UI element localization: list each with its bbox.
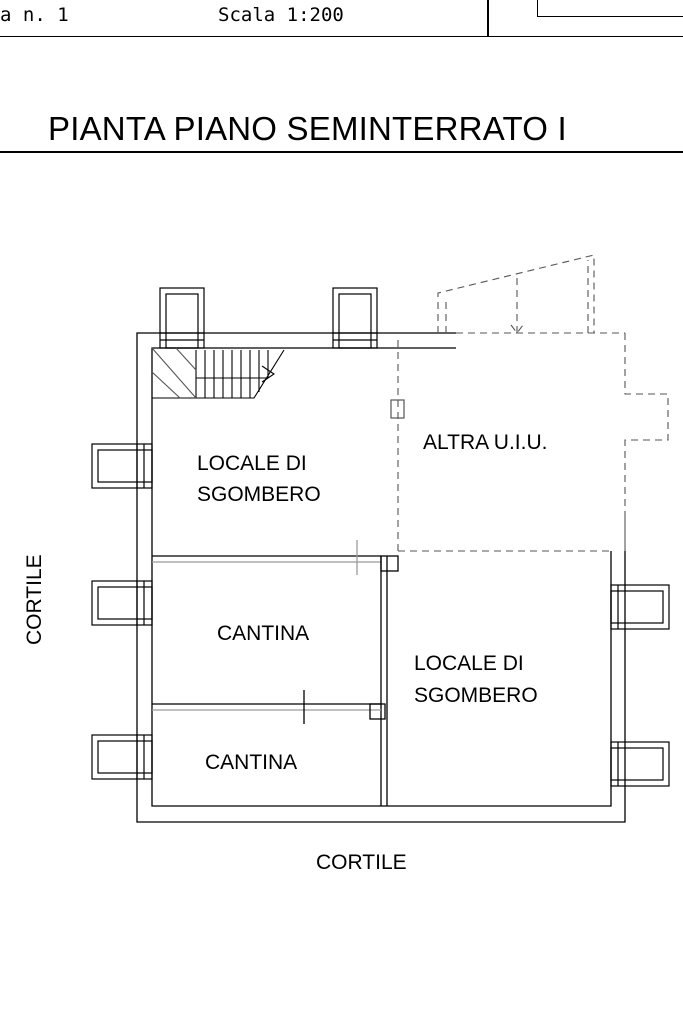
title-underline — [0, 151, 683, 153]
room-label-cellar-upper: CANTINA — [217, 622, 309, 645]
window-right-1 — [610, 584, 670, 630]
window-left-2 — [91, 580, 153, 626]
scale-label: Scala 1:200 — [218, 4, 344, 26]
window-left-1 — [91, 443, 153, 489]
courtyard-label-left: CORTILE — [23, 554, 46, 645]
window-top-middle — [332, 287, 378, 349]
window-left-3 — [91, 734, 153, 780]
window-top-left — [159, 287, 205, 349]
room-label-other-unit: ALTRA U.I.U. — [423, 431, 547, 454]
other-unit-boundary — [397, 254, 669, 556]
staircase — [151, 347, 285, 399]
column-marker — [390, 399, 405, 419]
stamp-box — [537, 0, 683, 17]
plan-title: PIANTA PIANO SEMINTERRATO I — [48, 110, 567, 147]
room-label-storage-right-1: LOCALE DI — [414, 652, 524, 675]
outer-walls — [136, 332, 626, 823]
sheet-number: a n. 1 — [0, 4, 69, 26]
header-divider — [487, 0, 489, 36]
interior-walls — [152, 540, 399, 806]
room-label-storage-top-1: LOCALE DI — [197, 452, 307, 475]
window-right-2 — [610, 741, 670, 787]
room-label-cellar-lower: CANTINA — [205, 751, 297, 774]
header-strip: a n. 1 Scala 1:200 — [0, 0, 683, 37]
courtyard-label-bottom: CORTILE — [316, 851, 407, 874]
room-label-storage-top-2: SGOMBERO — [197, 483, 321, 506]
room-label-storage-right-2: SGOMBERO — [414, 684, 538, 707]
